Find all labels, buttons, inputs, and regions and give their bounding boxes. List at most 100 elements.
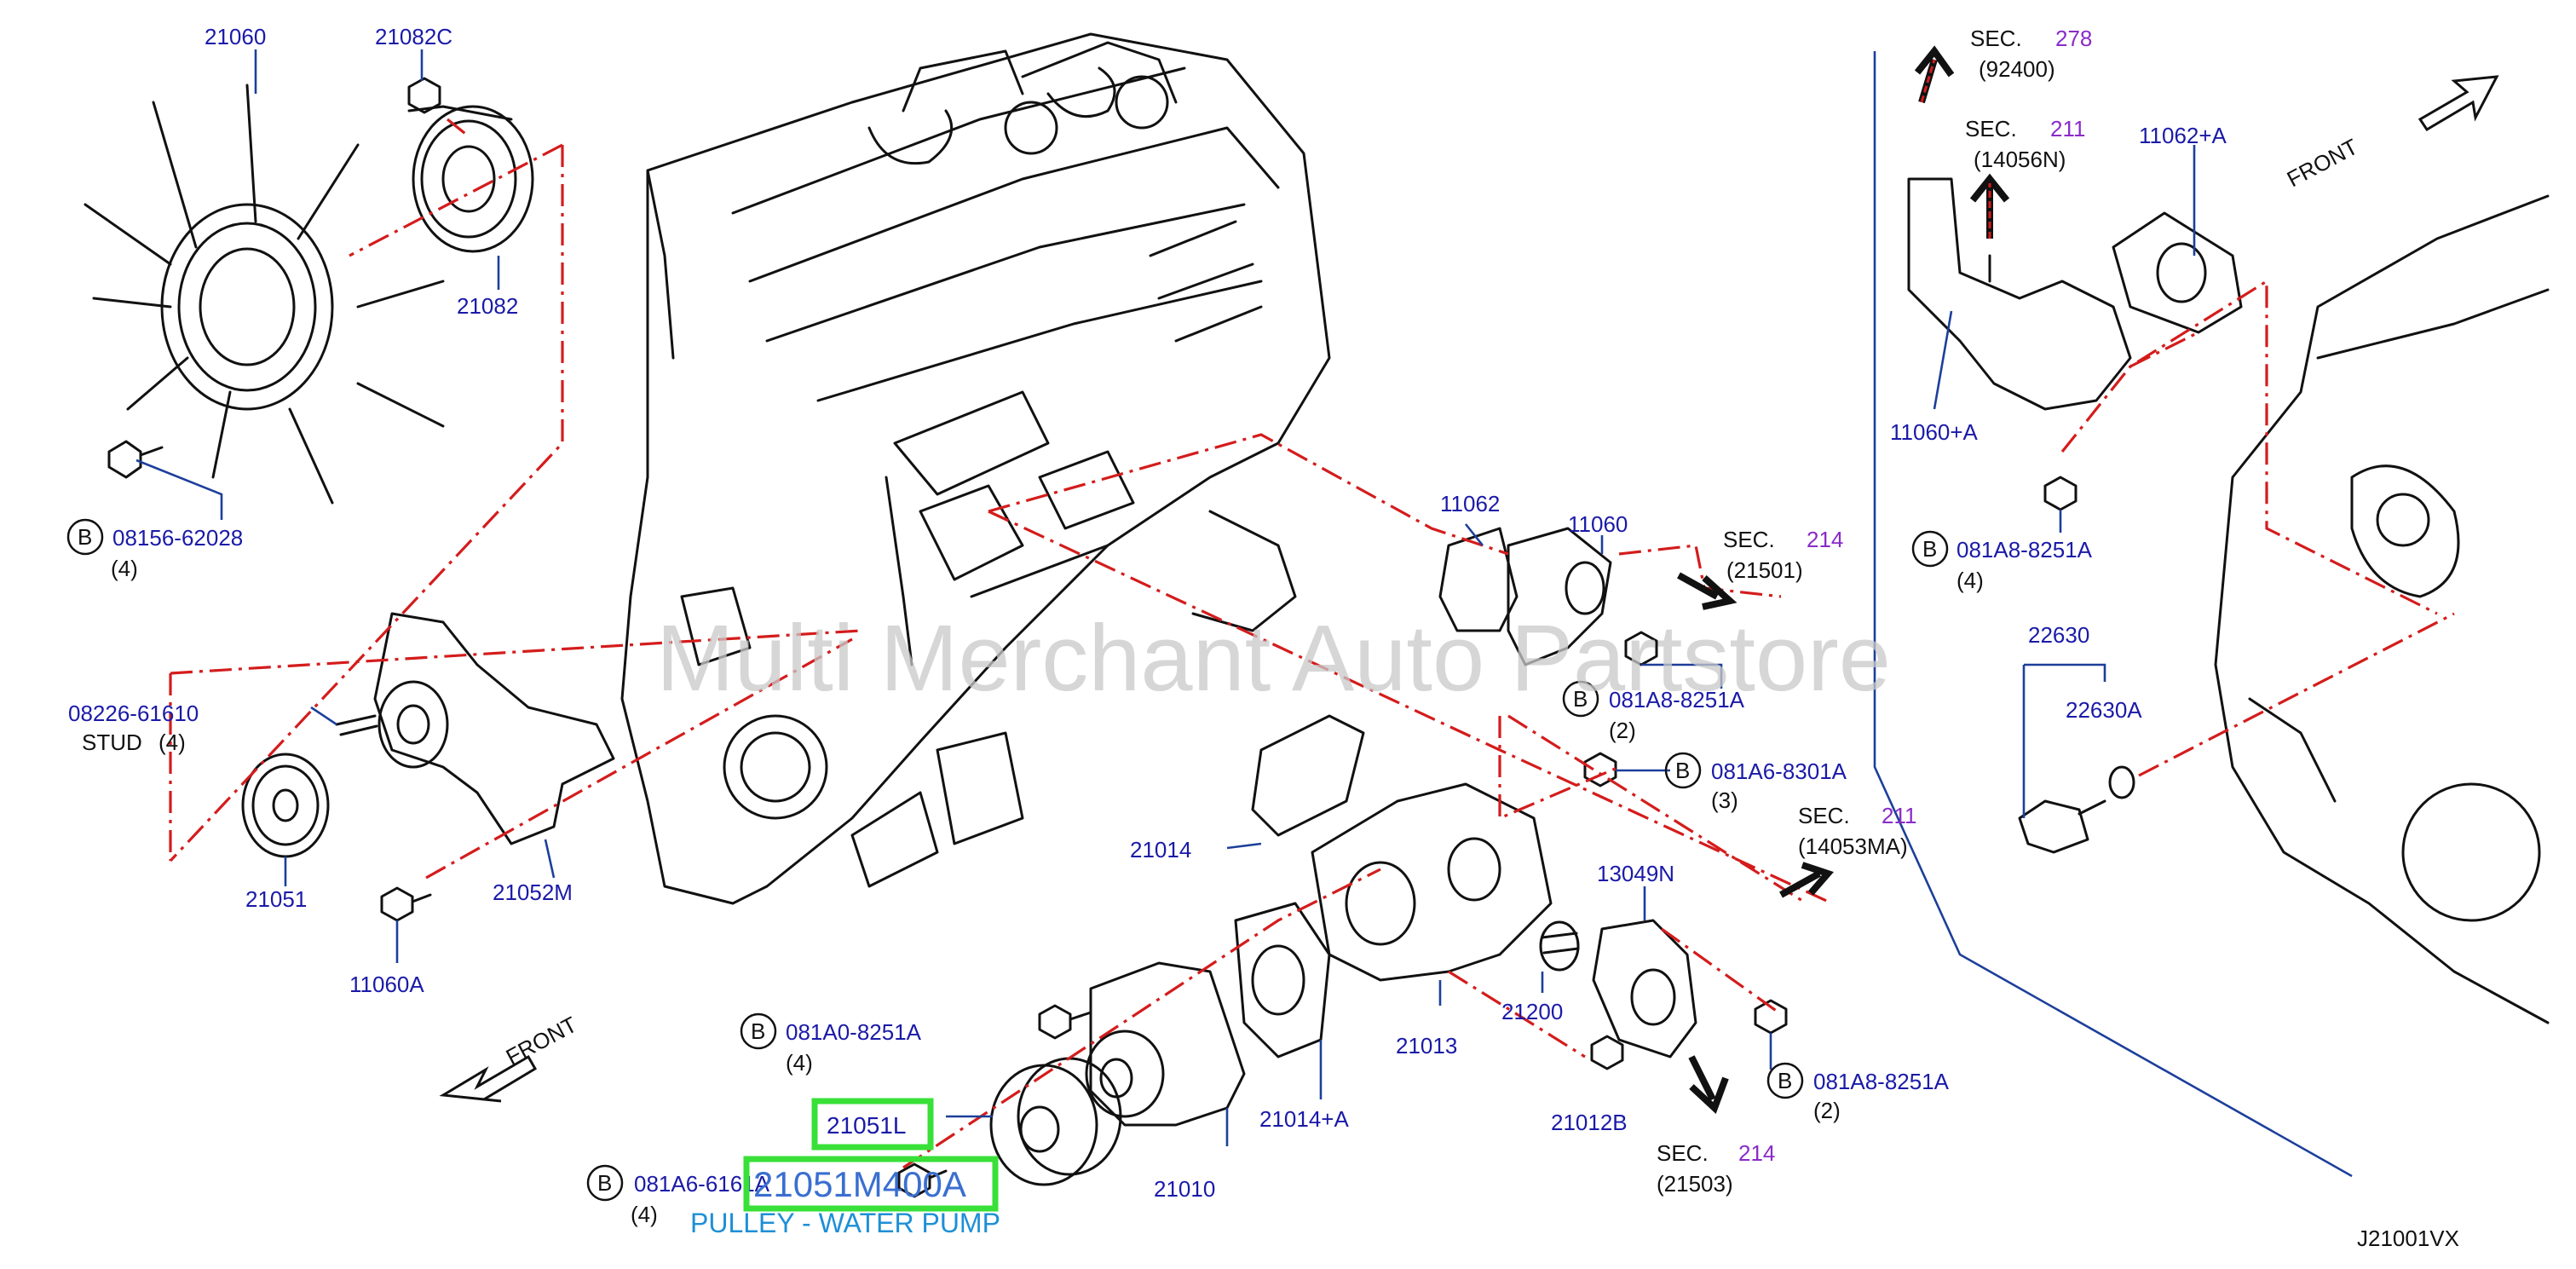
label-21060[interactable]: 21060 xyxy=(205,24,266,49)
label-081a8-8251a-3[interactable]: 081A8-8251A xyxy=(1956,537,2093,562)
gasket-11062 xyxy=(1438,527,1519,632)
highlight-description: PULLEY - WATER PUMP xyxy=(690,1208,1000,1238)
gasket-21014 xyxy=(1251,714,1365,837)
sec-211-b-sub: (14053MA) xyxy=(1798,834,1908,859)
bolt-21082c xyxy=(407,77,441,114)
qty-081a6-8301a: (3) xyxy=(1711,787,1738,813)
label-08226-61610[interactable]: 08226-61610 xyxy=(68,701,199,726)
bolt-b-6: B xyxy=(597,1170,612,1196)
label-081a0-8251a[interactable]: 081A0-8251A xyxy=(786,1019,922,1045)
bolt-b-3: B xyxy=(1675,758,1690,783)
sec-214-a-number[interactable]: 214 xyxy=(1807,527,1843,552)
sec-211-b-number[interactable]: 211 xyxy=(1882,803,1916,828)
sec-214-b-sub: (21503) xyxy=(1657,1171,1733,1197)
sec-214-a-label: SEC. xyxy=(1723,527,1775,552)
sensor-22630 xyxy=(2018,799,2106,854)
bolt-b-7: B xyxy=(1922,536,1937,562)
fan-clutch-pulley xyxy=(407,105,534,253)
sec-214-b-label: SEC. xyxy=(1657,1140,1709,1166)
label-11062[interactable]: 11062 xyxy=(1440,491,1500,516)
bolt-b-5: B xyxy=(1778,1068,1792,1093)
bolt-b-1: B xyxy=(78,524,92,550)
bolt-b-2: B xyxy=(1573,686,1588,712)
section-arrows xyxy=(1677,45,2010,1114)
gasket-21014a xyxy=(1234,902,1331,1058)
bolt-081a0 xyxy=(1038,1004,1092,1040)
highlight-label-21051l[interactable]: 21051L xyxy=(827,1112,906,1139)
bolt-21012b xyxy=(1590,1035,1624,1070)
sec-278-number[interactable]: 278 xyxy=(2055,26,2092,51)
qty-08156: (4) xyxy=(111,556,138,581)
qty-081a6-6161a: (4) xyxy=(631,1202,658,1227)
label-08156-62028[interactable]: 08156-62028 xyxy=(112,525,243,551)
stud-08226 xyxy=(335,714,378,736)
sec-211-b-label: SEC. xyxy=(1798,803,1850,828)
sec-278-sub: (92400) xyxy=(1979,56,2055,82)
label-stud: STUD xyxy=(82,730,142,755)
qty-081a8-3: (4) xyxy=(1956,568,1984,593)
blue-leader-lines xyxy=(135,49,2353,1178)
qty-081a8-2: (2) xyxy=(1813,1098,1841,1123)
label-22630a[interactable]: 22630A xyxy=(2066,697,2142,723)
bolt-081a8-b xyxy=(1754,999,1788,1035)
label-21200[interactable]: 21200 xyxy=(1501,999,1563,1024)
gasket-11062a xyxy=(2112,211,2243,334)
label-21082[interactable]: 21082 xyxy=(457,293,518,319)
label-081a6-8301a[interactable]: 081A6-8301A xyxy=(1711,759,1847,784)
sec-214-a-sub: (21501) xyxy=(1726,557,1803,583)
bolt-symbol-letters: B B B B B B B xyxy=(78,524,1937,1196)
section-refs: SEC. 278 (92400) SEC. 211 (14056N) SEC. … xyxy=(1657,26,2092,1197)
qty-081a0: (4) xyxy=(786,1050,813,1076)
front-arrow-right xyxy=(2418,75,2499,132)
sec-214-b-number[interactable]: 214 xyxy=(1738,1140,1775,1166)
label-11060[interactable]: 11060 xyxy=(1568,511,1628,537)
bolt-08156 xyxy=(107,440,164,479)
label-21051[interactable]: 21051 xyxy=(245,886,307,912)
label-22630[interactable]: 22630 xyxy=(2028,622,2089,648)
front-arrow-left xyxy=(439,1054,538,1103)
water-pump-21010 xyxy=(1085,961,1246,1127)
thermostat-21200 xyxy=(1539,920,1580,972)
bolt-081a8-a xyxy=(1624,631,1658,666)
label-081a6-6161a[interactable]: 081A6-6161A xyxy=(634,1171,770,1197)
red-leader-lines xyxy=(169,118,2455,1169)
label-21013[interactable]: 21013 xyxy=(1396,1033,1457,1058)
highlight-box-part-number xyxy=(743,1156,999,1212)
label-21052m[interactable]: 21052M xyxy=(493,880,573,905)
housing-13049n xyxy=(1592,919,1697,1058)
label-11060a[interactable]: 11060A xyxy=(349,972,424,997)
sec-211-a-sub: (14056N) xyxy=(1974,147,2066,172)
sec-278-label: SEC. xyxy=(1970,26,2022,51)
qty-stud: (4) xyxy=(158,730,186,755)
outlet-11060 xyxy=(1507,527,1612,666)
qty-081a8-1: (2) xyxy=(1609,718,1636,743)
sec-211-a-label: SEC. xyxy=(1965,116,2017,141)
front-label-right: FRONT xyxy=(2283,134,2362,193)
diagram-code: J21001VX xyxy=(2357,1226,2459,1251)
label-11062a[interactable]: 11062+A xyxy=(2139,123,2227,148)
bolt-11060a xyxy=(380,886,432,922)
front-label-left: FRONT xyxy=(502,1012,581,1070)
sec-211-a-number[interactable]: 211 xyxy=(2050,116,2085,141)
label-21012b[interactable]: 21012B xyxy=(1551,1110,1628,1135)
watermark: Multi Merchant Auto Partstore xyxy=(656,606,1891,711)
bolt-081a6-83 xyxy=(1583,752,1617,787)
label-11060pa[interactable]: 11060+A xyxy=(1890,419,1979,445)
label-13049n[interactable]: 13049N xyxy=(1597,861,1674,886)
bolt-081a6-61 xyxy=(897,1162,948,1198)
highlight-part-number[interactable]: 21051M400A xyxy=(753,1164,966,1204)
label-21014a[interactable]: 21014+A xyxy=(1259,1106,1349,1132)
label-081a8-8251a-2[interactable]: 081A8-8251A xyxy=(1813,1069,1950,1094)
engine-block xyxy=(620,32,1331,905)
right-engine-block xyxy=(2214,194,2550,1024)
label-21010[interactable]: 21010 xyxy=(1154,1176,1215,1202)
cooling-fan xyxy=(84,84,445,505)
label-081a8-8251a-1[interactable]: 081A8-8251A xyxy=(1609,687,1745,712)
label-21082c[interactable]: 21082C xyxy=(375,24,452,49)
bracket-21052m xyxy=(373,612,615,845)
label-21014[interactable]: 21014 xyxy=(1130,837,1191,862)
bolt-b-4: B xyxy=(751,1018,765,1044)
part-labels: 21060 21082C 21082 08156-62028 (4) 08226… xyxy=(68,24,2227,1227)
water-inlet-21013 xyxy=(1311,782,1553,982)
